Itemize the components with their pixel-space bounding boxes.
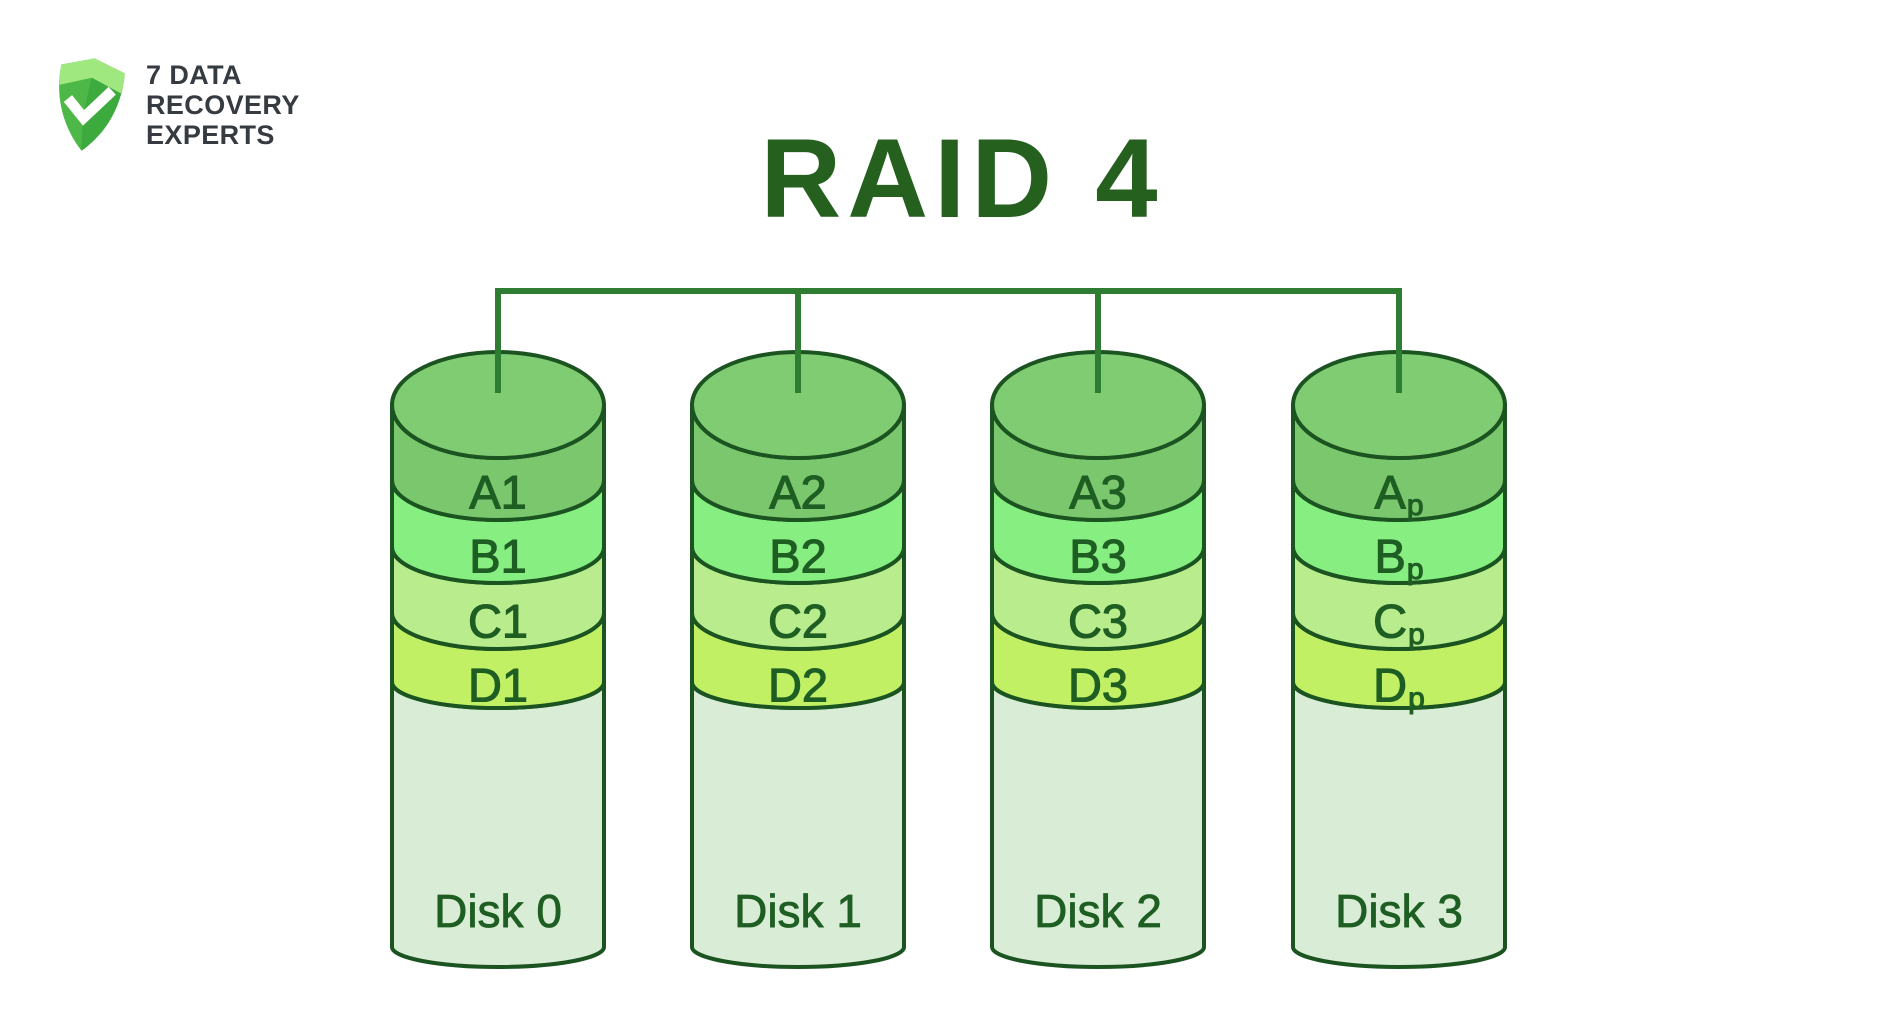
- disk-0-segment-label-2: C1: [468, 595, 528, 648]
- disk-2-segment-label-2: C3: [1068, 595, 1128, 648]
- logo-line-2: RECOVERY: [146, 90, 300, 120]
- disk-1-segment-label-3: D2: [768, 659, 828, 712]
- disk-0-segment-label-3: D1: [468, 659, 528, 712]
- disk-1-segment-label-2: C2: [768, 595, 828, 648]
- shield-highlight: [59, 58, 125, 94]
- logo-text: 7 DATA RECOVERY EXPERTS: [146, 52, 300, 150]
- disk-1-segment-label-0: A2: [769, 466, 827, 519]
- disk-3-name: Disk 3: [1335, 885, 1463, 937]
- check-icon: [63, 86, 116, 126]
- disk-1-segment-label-1: B2: [769, 530, 827, 583]
- disk-0-name: Disk 0: [434, 885, 562, 937]
- disk-2-segment-label-1: B3: [1069, 530, 1127, 583]
- disk-2-name: Disk 2: [1034, 885, 1162, 937]
- disk-1-name: Disk 1: [734, 885, 862, 937]
- disk-2-segment-label-3: D3: [1068, 659, 1128, 712]
- disk-0-segment-label-0: A1: [469, 466, 527, 519]
- logo: 7 DATA RECOVERY EXPERTS: [48, 52, 300, 158]
- logo-line-1: 7 DATA: [146, 60, 242, 90]
- disk-0-segment-label-1: B1: [469, 530, 527, 583]
- shield-check-icon: [59, 58, 125, 151]
- page-title: RAID 4: [760, 116, 1164, 241]
- bus-connector: [495, 288, 1402, 393]
- logo-line-3: EXPERTS: [146, 120, 275, 150]
- disk-2-segment-label-0: A3: [1069, 466, 1127, 519]
- disk-3-segment-label-3: Dp: [1373, 659, 1425, 715]
